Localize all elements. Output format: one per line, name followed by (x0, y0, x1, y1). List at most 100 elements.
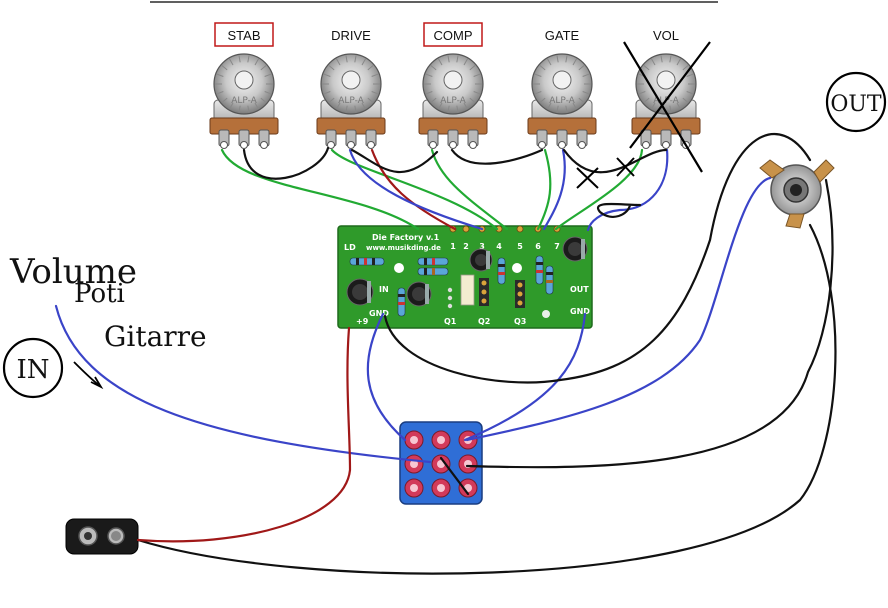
battery-clip-body (65, 518, 139, 555)
black-wire (596, 202, 642, 218)
jack-lug (785, 213, 805, 229)
blue-wire (542, 148, 566, 231)
pot-body-text: ALP-A (549, 96, 575, 106)
wire-layer (54, 132, 837, 575)
note-arrow (73, 361, 104, 390)
footswitch-lugs (404, 430, 478, 498)
potentiometer-row: STAB ALP-A DRIVE ALP-A COMP ALP-A GATE ALP-A VOL… (209, 22, 711, 173)
pcb-url: www.musikding.de (366, 244, 441, 252)
in-label: IN (16, 355, 49, 385)
pot-body-text: ALP-A (338, 96, 364, 106)
pcb-9v-label: +9 (356, 317, 369, 326)
pcb-gnd-right-label: GND (570, 307, 590, 316)
pot-comp: COMP ALP-A (418, 22, 488, 149)
black-wire (242, 146, 330, 180)
blue-wire-out (463, 312, 587, 442)
black-wire-gnd (383, 132, 812, 384)
pcb-gnd-left-label: GND (369, 309, 389, 318)
pot-label-box (423, 22, 483, 47)
pcb-pad (462, 225, 470, 233)
pcb-pad-number: 2 (463, 242, 469, 251)
pcb-transistor-footprint (447, 287, 453, 309)
pot-label: GATE (545, 28, 580, 43)
pot-label-box (214, 22, 274, 47)
pcb-film-capacitor (460, 274, 475, 306)
green-wire (430, 148, 509, 231)
pcb-out-label: OUT (570, 285, 589, 294)
pcb-transistor-socket (479, 278, 489, 306)
pcb-resistor (545, 265, 554, 295)
pcb-pad-number: 7 (554, 242, 560, 251)
battery-clip (65, 518, 139, 555)
in-annotation: IN (2, 337, 64, 399)
note-line-2: Poti (74, 279, 125, 309)
pot-drive: DRIVE ALP-A (316, 28, 386, 149)
pcb-mounting-hole (394, 263, 404, 273)
pot-label: VOL (653, 28, 679, 43)
note-line-1: Volume (9, 252, 137, 292)
pot-body-text: ALP-A (231, 96, 257, 106)
output-jack (759, 159, 835, 229)
footswitch-3pdt (399, 421, 483, 505)
pot-cross-out (623, 41, 711, 173)
blue-wire (586, 148, 669, 232)
pcb-resistor (535, 255, 544, 285)
pcb-pad-number: 1 (450, 242, 456, 251)
pcb-led-label: LD (344, 243, 356, 252)
pot-stab: STAB ALP-A (209, 22, 279, 149)
jack-lug (813, 159, 835, 183)
red-wire-power (136, 326, 352, 543)
black-wire-switch (465, 178, 834, 469)
black-wire (350, 148, 439, 174)
red-wire (370, 148, 457, 231)
pcb-capacitor (562, 236, 588, 262)
pcb-q1-label: Q1 (444, 317, 457, 326)
pcb-title: Die Factory v.1 (372, 233, 440, 242)
blue-wire-input (54, 304, 432, 464)
green-wire (536, 148, 552, 231)
pcb-resistor (417, 267, 449, 276)
pcb-capacitor (406, 281, 432, 307)
black-wire (450, 148, 544, 165)
cross-mark (576, 167, 599, 189)
pcb-logo-mark (542, 310, 550, 318)
cross-mark (616, 157, 635, 177)
jack-lug (759, 159, 785, 179)
pcb-q3-label: Q3 (514, 317, 526, 326)
blue-wire-in (366, 312, 407, 442)
black-wire-jumper (439, 456, 470, 496)
pcb-resistor (349, 257, 385, 266)
pcb-resistor (417, 257, 449, 266)
pcb-resistor (397, 287, 406, 317)
pcb-pad-number: 3 (479, 242, 485, 251)
pot-body-text: ALP-A (440, 96, 466, 106)
pot-gate: GATE ALP-A (527, 28, 597, 149)
pcb-capacitor (469, 248, 493, 272)
green-wire (330, 148, 499, 231)
pcb-mounting-hole (512, 263, 522, 273)
pcb-transistor-socket (515, 280, 525, 308)
pot-label: STAB (228, 28, 261, 43)
pcb-resistor (497, 257, 506, 285)
blue-wire-jack (465, 176, 772, 442)
black-wire-battery (136, 223, 837, 575)
out-annotation: OUT (825, 71, 887, 133)
pcb-pad-number: 5 (517, 242, 523, 251)
pot-label: DRIVE (331, 28, 371, 43)
pcb-capacitor (346, 278, 374, 306)
pcb-pad (516, 225, 524, 233)
pcb-in-label: IN (379, 285, 389, 294)
note-line-3: Gitarre (104, 320, 207, 353)
volume-note: Volume Poti Gitarre (9, 252, 207, 390)
blue-wire (348, 148, 484, 231)
out-label: OUT (830, 92, 882, 117)
green-wire (220, 148, 420, 231)
black-wire (562, 148, 668, 174)
pot-label: COMP (434, 28, 473, 43)
pcb-pad-number: 6 (535, 242, 541, 251)
pcb-q2-label: Q2 (478, 317, 490, 326)
